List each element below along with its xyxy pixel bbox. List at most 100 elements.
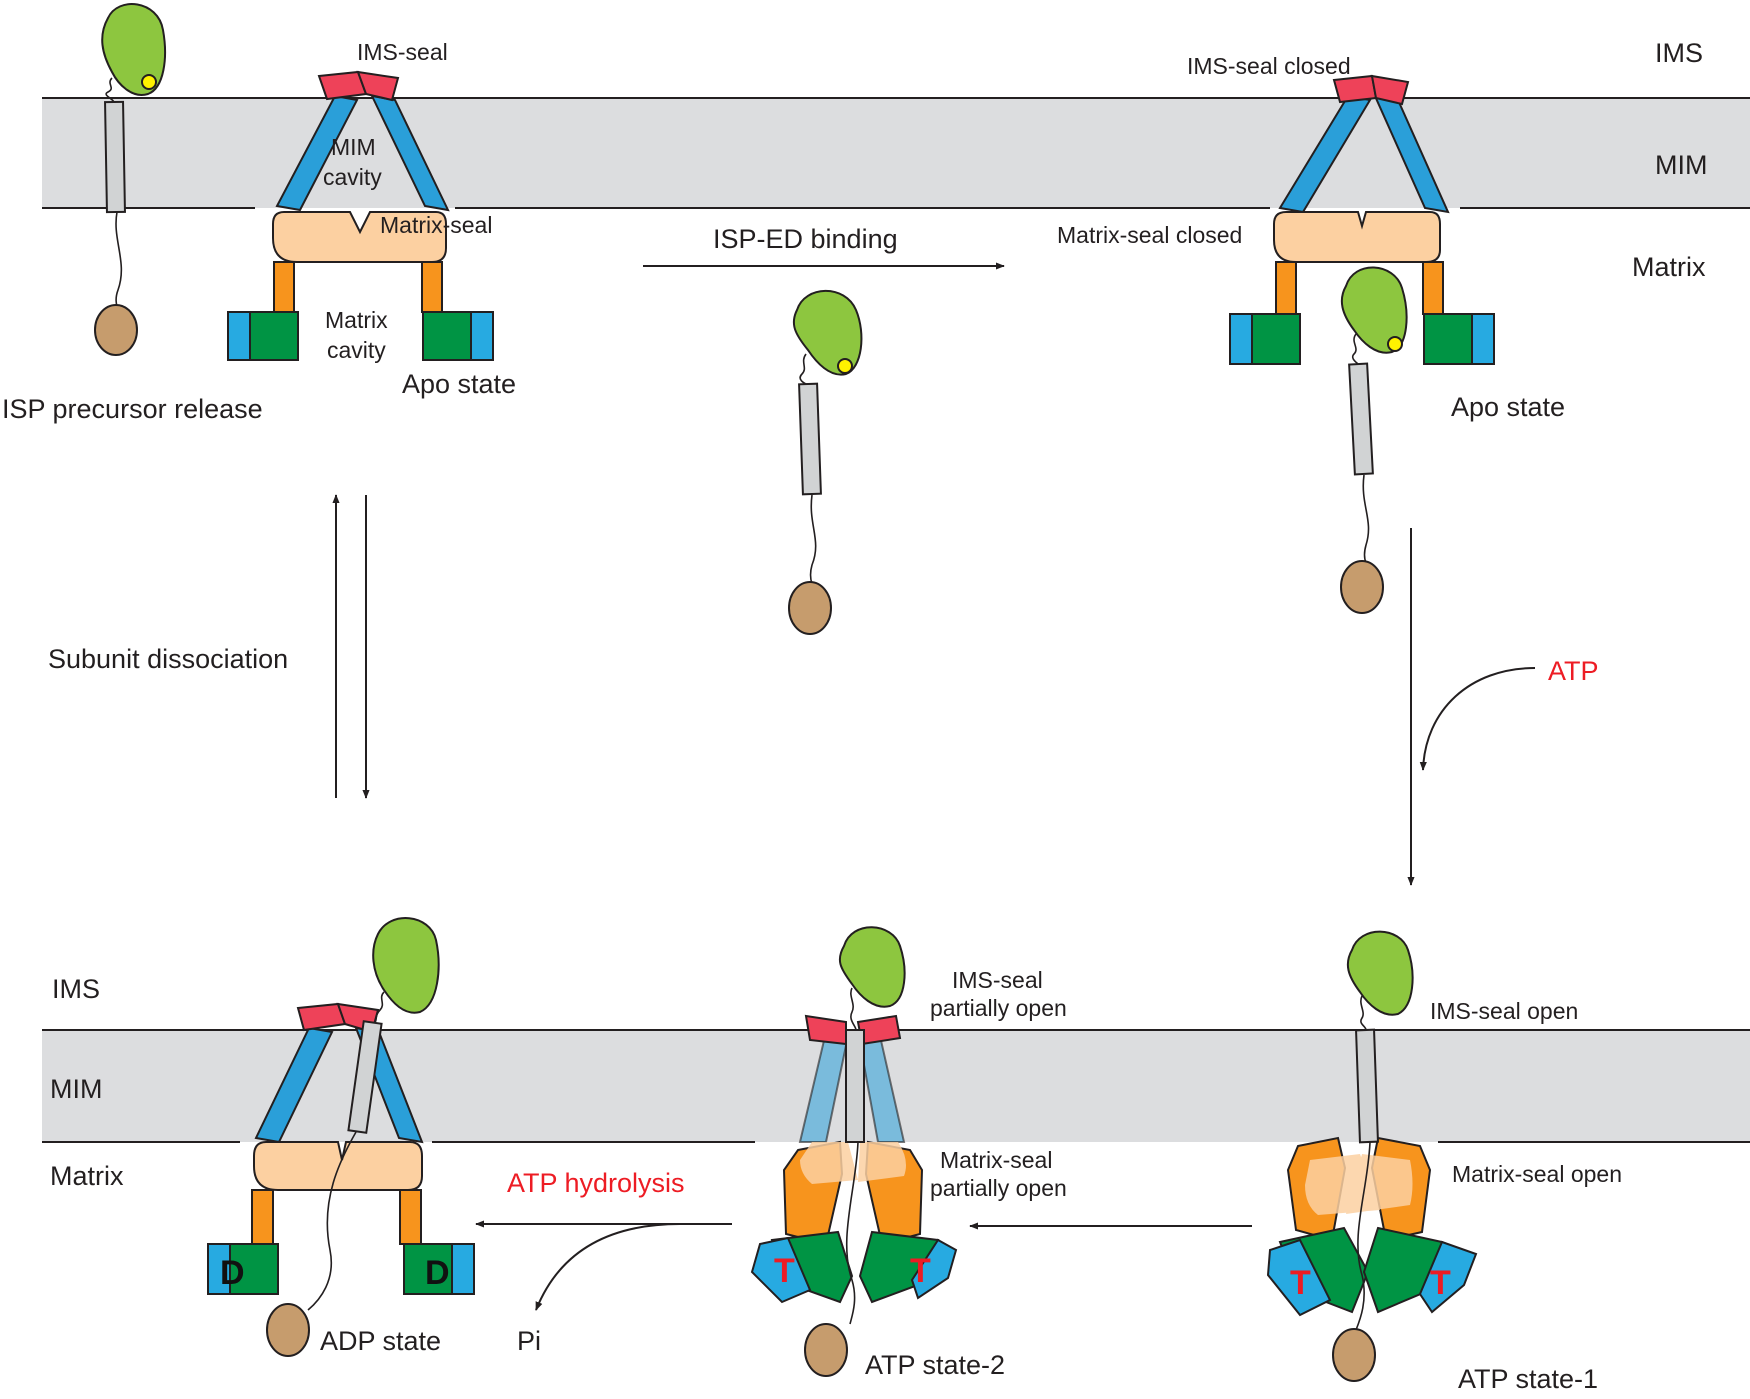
transporter-apo-closed	[1229, 74, 1495, 365]
nbd-right-blue	[1418, 1240, 1478, 1314]
matrix-seal-open	[1305, 1154, 1413, 1215]
isp-tail	[1340, 560, 1384, 614]
label-ims-seal-closed: IMS-seal closed	[1187, 53, 1351, 79]
label-atp: ATP	[1548, 656, 1599, 686]
nbd-left	[249, 311, 299, 361]
isp-head	[101, 3, 166, 96]
isp-precursor-released	[94, 3, 166, 356]
label-ims-seal-partially-open-1: IMS-seal	[952, 967, 1043, 993]
label-matrix-seal-open: Matrix-seal open	[1452, 1161, 1622, 1187]
label-atp-state-1: ATP state-1	[1458, 1364, 1598, 1394]
isp-tm-helix	[845, 1029, 865, 1143]
label-ims-top: IMS	[1655, 38, 1703, 68]
isp-head	[838, 926, 906, 1008]
label-adp-state: ADP state	[320, 1326, 441, 1356]
nbd-right	[1423, 313, 1473, 365]
isp-bound-in-matrix-cavity	[1340, 266, 1408, 614]
nbd-right-blue	[1471, 313, 1495, 365]
isp-tail	[788, 581, 832, 635]
label-ims-seal: IMS-seal	[357, 39, 448, 65]
isp-head	[1346, 930, 1414, 1016]
isp-tail	[1332, 1328, 1376, 1382]
label-isp-precursor-release: ISP precursor release	[2, 394, 263, 424]
label-matrix-cavity-1: Matrix	[325, 307, 388, 333]
tm-helix-left	[254, 1026, 334, 1144]
matrix-seal-partially-open	[800, 1142, 906, 1184]
label-ims-seal-open: IMS-seal open	[1430, 998, 1578, 1024]
label-subunit-dissociation: Subunit dissociation	[48, 644, 288, 674]
nucleotide-d-left: D	[220, 1254, 245, 1292]
isp-tm-helix	[798, 382, 822, 496]
linker-left	[1275, 261, 1297, 315]
label-matrix-seal: Matrix-seal	[380, 212, 492, 238]
arrow-pi-release	[535, 1223, 681, 1311]
isp-cofactor	[141, 74, 157, 90]
nucleotide-d-right: D	[425, 1254, 450, 1292]
label-matrix-bottom: Matrix	[50, 1161, 124, 1191]
label-pi: Pi	[517, 1326, 541, 1356]
isp-cofactor	[837, 358, 853, 374]
linker-right	[421, 261, 443, 313]
isp-tm-helix	[1355, 1028, 1379, 1144]
label-mim-top: MIM	[1655, 150, 1707, 180]
linker-left	[273, 261, 295, 313]
linker-left	[251, 1189, 274, 1245]
nbd-right-blue	[451, 1243, 475, 1295]
label-mim-cavity-2: cavity	[323, 164, 382, 190]
tm-helix-left	[1278, 94, 1372, 214]
ims-seal-left	[1332, 74, 1378, 104]
nucleotide-t-right: T	[1430, 1264, 1451, 1302]
ims-seal-right	[356, 70, 400, 102]
label-matrix-cavity-2: cavity	[327, 337, 386, 363]
isp-tail	[266, 1303, 310, 1357]
label-matrix-top: Matrix	[1632, 252, 1706, 282]
label-ims-bottom: IMS	[52, 974, 100, 1004]
nbd-right	[403, 1243, 453, 1295]
isp-atp-state-1	[1332, 930, 1414, 1382]
arrow-atp-binding	[1419, 667, 1536, 771]
label-isp-ed-binding: ISP-ED binding	[713, 224, 898, 254]
linker-right	[1422, 261, 1444, 315]
transporter-atp-state-1: T T	[1266, 1136, 1478, 1317]
label-apo-state-left: Apo state	[402, 369, 516, 399]
nucleotide-t-left: T	[1290, 1264, 1311, 1302]
label-apo-state-right: Apo state	[1451, 392, 1565, 422]
label-matrix-seal-partially-open-2: partially open	[930, 1175, 1067, 1201]
nbd-left-blue	[1229, 313, 1253, 365]
isp-adp-state	[266, 917, 440, 1357]
ims-seal-left	[296, 1002, 347, 1032]
label-matrix-seal-closed: Matrix-seal closed	[1057, 222, 1242, 248]
nbd-left-blue	[750, 1236, 812, 1304]
label-mim-cavity-1: MIM	[331, 134, 376, 160]
isp-ed-in-solution	[788, 289, 863, 635]
isp-tail	[94, 304, 138, 356]
isp-tail	[804, 1323, 848, 1377]
nbd-left	[229, 1243, 279, 1295]
nbd-right-blue	[470, 311, 494, 361]
label-ims-seal-partially-open-2: partially open	[930, 995, 1067, 1021]
nucleotide-t-left: T	[774, 1252, 795, 1290]
ims-seal-left	[804, 1014, 847, 1046]
label-mim-bottom: MIM	[50, 1074, 102, 1104]
nbd-left-blue	[1266, 1238, 1332, 1317]
isp-head	[372, 917, 440, 1014]
label-atp-hydrolysis: ATP hydrolysis	[507, 1168, 685, 1198]
transporter-apo-open	[227, 70, 494, 361]
isp-tm-helix	[347, 1020, 383, 1134]
matrix-seal	[253, 1141, 423, 1191]
linker-right	[399, 1189, 422, 1245]
nbd-right-blue	[910, 1238, 958, 1300]
tm-helix-left	[275, 94, 359, 212]
isp-tm-helix	[1348, 362, 1374, 476]
matrix-seal	[1273, 211, 1441, 263]
label-atp-state-2: ATP state-2	[865, 1350, 1005, 1380]
nbd-left-blue	[227, 311, 251, 361]
isp-cofactor	[1387, 336, 1403, 352]
nbd-left	[1251, 313, 1301, 365]
nbd-right	[422, 311, 472, 361]
nucleotide-t-right: T	[910, 1252, 931, 1290]
ims-seal-right	[1370, 74, 1410, 106]
isp-tm-helix	[104, 100, 126, 214]
label-matrix-seal-partially-open-1: Matrix-seal	[940, 1147, 1052, 1173]
